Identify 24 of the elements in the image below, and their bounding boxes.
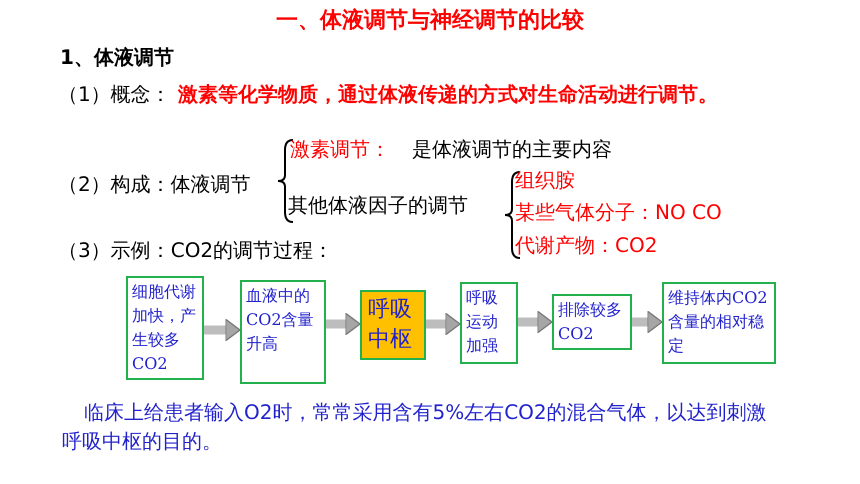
- process-box: 呼吸运动加强: [460, 282, 518, 364]
- block-arrow: [632, 310, 663, 334]
- title: 一、体液调节与神经调节的比较: [275, 7, 585, 35]
- item-label: （3）示例：CO2的调节过程：: [58, 237, 334, 264]
- branch-text: 某些气体分子：NO CO: [515, 199, 722, 226]
- block-arrow: [426, 312, 461, 336]
- process-box: 血液中的CO2含量升高: [240, 280, 326, 384]
- heading: 1、体液调节: [60, 44, 174, 71]
- definition-text: 激素等化学物质，通过体液传递的方式对生命活动进行调节。: [178, 81, 719, 108]
- term-text: 激素调节：: [290, 136, 390, 163]
- description-text: 是体液调节的主要内容: [412, 136, 612, 163]
- process-box: 维持体内CO2含量的相对稳定: [662, 282, 776, 364]
- highlighted-process-box: 呼吸中枢: [360, 290, 426, 360]
- process-box: 细胞代谢加快，产生较多CO2: [126, 276, 204, 380]
- block-arrow: [204, 318, 241, 342]
- branch-text: 组织胺: [515, 167, 575, 194]
- branch-text: 其他体液因子的调节: [288, 192, 468, 219]
- item-label: （2）构成：体液调节: [58, 171, 251, 198]
- block-arrow: [326, 312, 361, 336]
- block-arrow: [518, 310, 553, 334]
- item-label: （1）概念：: [58, 81, 171, 108]
- note-text: 临床上给患者输入O2时，常常采用含有5%左右CO2的混合气体，以达到刺激呼吸中枢的目的。: [62, 399, 768, 455]
- process-box: 排除较多CO2: [552, 294, 632, 350]
- branch-text: 代谢产物：CO2: [515, 232, 658, 259]
